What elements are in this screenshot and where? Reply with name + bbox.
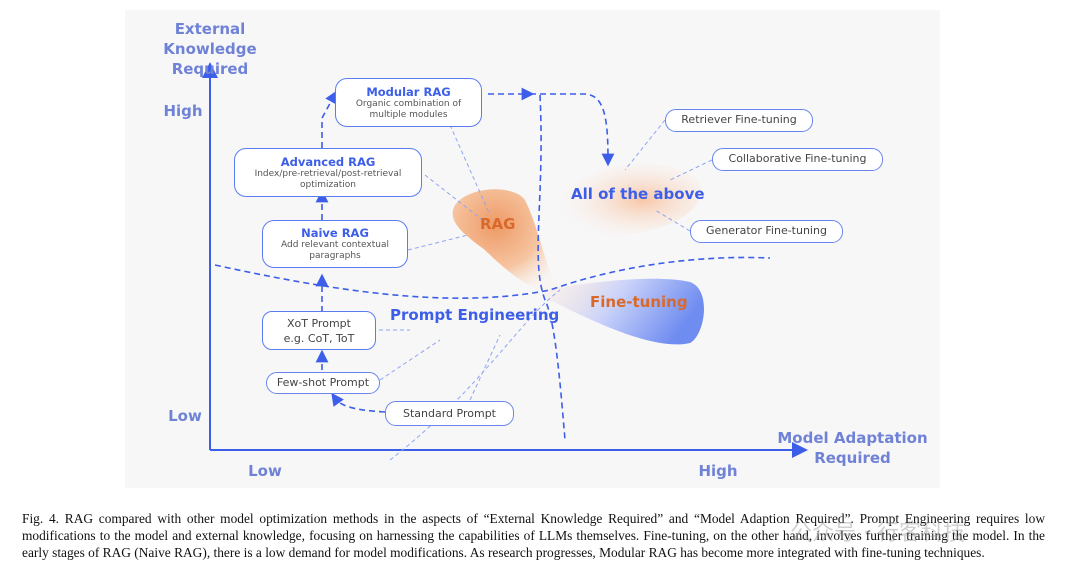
watermark: 公众号 · 行客科技: [790, 521, 965, 546]
x-axis-label-line2: Required: [814, 449, 891, 467]
box-desc: e.g. CoT, ToT: [283, 331, 355, 345]
fine-tuning-label: Fine-tuning: [590, 293, 688, 311]
x-low-label: Low: [248, 462, 282, 480]
y-axis-label-line2: Required: [171, 60, 249, 78]
all-of-the-above-label: All of the above: [571, 185, 705, 203]
few-shot-prompt-box: Few-shot Prompt: [266, 372, 380, 394]
x-high-label: High: [698, 462, 738, 480]
collaborative-fine-tuning-box: Collaborative Fine-tuning: [712, 148, 883, 171]
naive-rag-box: Naive RAG Add relevant contextual paragr…: [262, 220, 408, 268]
rag-region-label: RAG: [480, 215, 516, 233]
box-title: Advanced RAG: [280, 154, 376, 169]
box-title: XoT Prompt: [287, 316, 351, 330]
y-axis-label-line1: External Knowledge: [163, 20, 257, 58]
box-desc: Index/pre-retrieval/post-retrieval: [254, 168, 402, 179]
box-title: Modular RAG: [366, 84, 451, 99]
box-title: Naive RAG: [301, 226, 369, 240]
box-desc: optimization: [300, 179, 356, 190]
xot-prompt-box: XoT Prompt e.g. CoT, ToT: [262, 311, 376, 350]
advanced-rag-box: Advanced RAG Index/pre-retrieval/post-re…: [234, 148, 422, 197]
rag-blob: [452, 189, 560, 292]
generator-fine-tuning-box: Generator Fine-tuning: [690, 220, 843, 243]
standard-prompt-box: Standard Prompt: [385, 401, 514, 426]
prompt-engineering-label: Prompt Engineering: [390, 306, 560, 324]
box-desc: Organic combination of: [355, 98, 462, 109]
modular-rag-box: Modular RAG Organic combination of multi…: [335, 78, 482, 127]
box-desc: paragraphs: [309, 251, 361, 261]
fine-tuning-blob: [543, 278, 704, 345]
box-desc: Add relevant contextual: [281, 240, 389, 250]
x-axis-label-line1: Model Adaptation: [777, 429, 928, 447]
all-blob: [555, 163, 702, 236]
y-high-label: High: [163, 102, 203, 120]
figure-caption: Fig. 4. RAG compared with other model op…: [22, 511, 1045, 560]
y-low-label: Low: [168, 407, 202, 425]
retriever-fine-tuning-box: Retriever Fine-tuning: [665, 109, 813, 132]
box-desc: multiple modules: [369, 109, 448, 120]
